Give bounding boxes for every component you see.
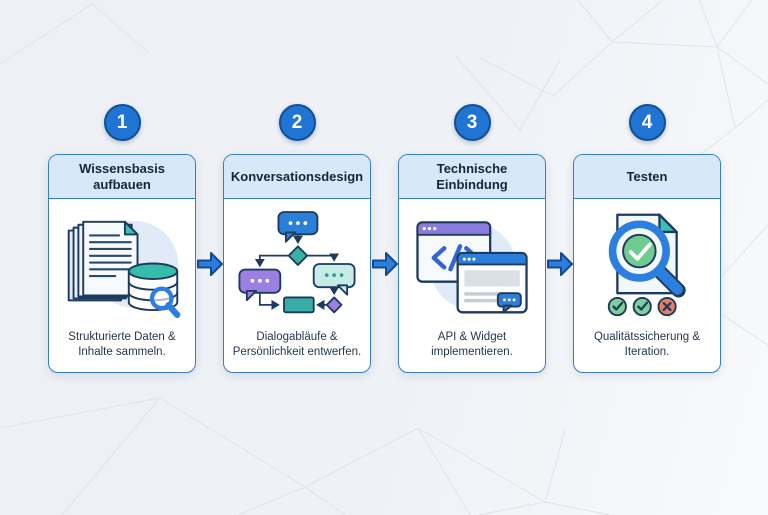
- step-4-description: Qualitätssicherung & Iteration.: [593, 330, 701, 358]
- step-3-card-body: API & Widget implementieren.: [399, 199, 545, 372]
- flow-arrow-1: [196, 104, 223, 373]
- step-2-card-header: Konversationsdesign: [224, 155, 370, 199]
- step-4-number-badge: 4: [628, 104, 666, 141]
- step-3-card-header: Technische Einbindung: [399, 155, 545, 199]
- step-2-title: Konversationsdesign: [230, 168, 364, 184]
- step-3-description: API & Widget implementieren.: [431, 330, 513, 358]
- step-1-card-header: Wissensbasis aufbauen: [49, 155, 195, 199]
- step-3-card: Technische Einbindung: [398, 154, 546, 373]
- magnifier-check-icon: [584, 199, 710, 330]
- step-4-title: Testen: [626, 168, 668, 184]
- step-column-1: 1 Wissensbasis aufbauen: [48, 104, 196, 373]
- step-2-number: 2: [291, 111, 303, 133]
- step-1-description: Strukturierte Daten & Inhalte sammeln.: [68, 330, 176, 358]
- step-1-card: Wissensbasis aufbauen: [48, 154, 196, 373]
- flow-arrow-2: [371, 104, 398, 373]
- step-1-card-body: Strukturierte Daten & Inhalte sammeln.: [49, 199, 195, 372]
- right-arrow-icon: [546, 252, 573, 276]
- step-2-card-body: Dialogabläufe & Persönlichkeit entwerfen…: [224, 199, 370, 372]
- step-4-card-header: Testen: [574, 155, 720, 199]
- step-1-number-badge: 1: [103, 104, 141, 141]
- right-arrow-icon: [196, 252, 223, 276]
- step-column-2: 2 Konversationsdesign: [223, 104, 371, 373]
- chat-flowchart-icon: [232, 199, 362, 330]
- flow-arrow-3: [546, 104, 573, 373]
- step-3-number: 3: [466, 111, 478, 133]
- documents-database-icon: [59, 199, 185, 330]
- step-4-card-body: Qualitätssicherung & Iteration.: [574, 199, 720, 372]
- step-1-number: 1: [116, 111, 128, 133]
- step-2-card: Konversationsdesign: [223, 154, 371, 373]
- step-4-card: Testen: [573, 154, 721, 373]
- step-3-number-badge: 3: [453, 104, 491, 141]
- step-column-4: 4 Testen: [573, 104, 721, 373]
- process-flow: 1 Wissensbasis aufbauen: [48, 104, 721, 373]
- right-arrow-icon: [371, 252, 398, 276]
- step-2-number-badge: 2: [278, 104, 316, 141]
- step-3-title: Technische Einbindung: [436, 160, 508, 192]
- step-column-3: 3 Technische Einbindung: [398, 104, 546, 373]
- step-4-number: 4: [641, 111, 653, 133]
- step-2-description: Dialogabläufe & Persönlichkeit entwerfen…: [232, 330, 362, 358]
- code-widget-icon: [409, 199, 535, 330]
- step-1-title: Wissensbasis aufbauen: [79, 160, 165, 192]
